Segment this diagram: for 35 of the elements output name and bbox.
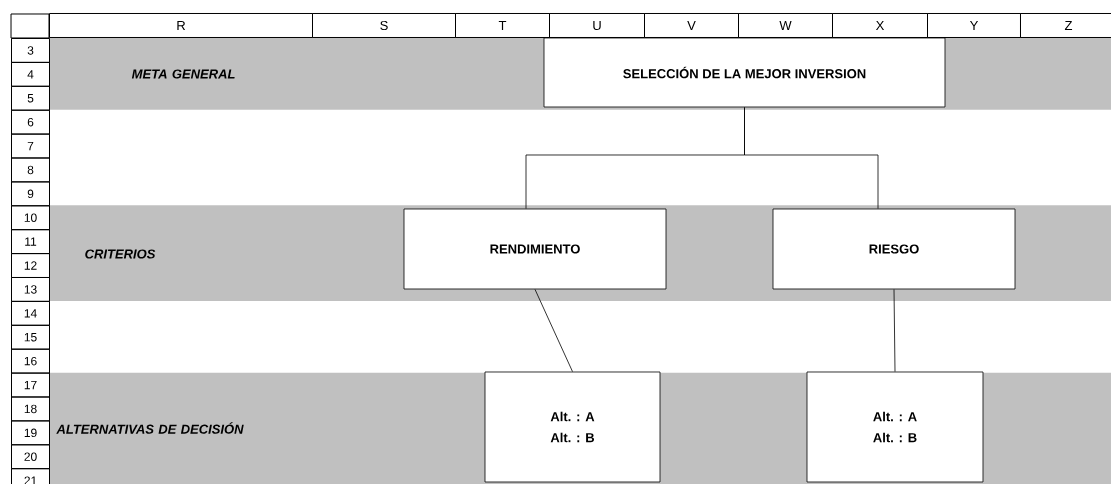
row-header: 10 bbox=[11, 205, 50, 231]
column-header: T bbox=[455, 13, 550, 38]
row-header: 18 bbox=[11, 396, 50, 422]
row-header: 17 bbox=[11, 372, 50, 398]
process-box: SELECCIÓN DE LA MEJOR INVERSION bbox=[543, 37, 946, 108]
row-header: 6 bbox=[11, 109, 50, 135]
row-header: 14 bbox=[11, 300, 50, 326]
process-box: RENDIMIENTO bbox=[403, 208, 667, 290]
row-header: 15 bbox=[11, 324, 50, 350]
connector-line bbox=[534, 289, 573, 372]
row-header: 5 bbox=[11, 85, 50, 111]
column-header: Z bbox=[1020, 13, 1111, 38]
row-header: 16 bbox=[11, 348, 50, 374]
row-header: 4 bbox=[11, 61, 50, 87]
connector-line bbox=[893, 289, 896, 372]
band-caption: CRITERIOS bbox=[85, 249, 156, 259]
row-header: 12 bbox=[11, 253, 50, 278]
row-header: 20 bbox=[11, 444, 50, 470]
band-caption: META GENERAL bbox=[131, 69, 235, 79]
row-header: 8 bbox=[11, 157, 50, 183]
column-header: Y bbox=[927, 13, 1021, 38]
process-box: Alt. : A Alt. : B bbox=[806, 371, 984, 483]
row-header: 19 bbox=[11, 420, 50, 446]
process-box: Alt. : A Alt. : B bbox=[484, 371, 661, 483]
row-header: 7 bbox=[11, 133, 50, 159]
process-box: RIESGO bbox=[772, 208, 1016, 290]
band-caption: ALTERNATIVAS DE DECISIÓN bbox=[56, 422, 244, 434]
row-header: 9 bbox=[11, 181, 50, 207]
row-header: 21 bbox=[11, 468, 50, 484]
row-header: 11 bbox=[11, 229, 50, 255]
row-header: 3 bbox=[11, 38, 50, 63]
column-header: S bbox=[312, 13, 456, 38]
row-header: 13 bbox=[11, 277, 50, 302]
connector-line bbox=[744, 107, 879, 209]
column-header: R bbox=[49, 13, 313, 38]
